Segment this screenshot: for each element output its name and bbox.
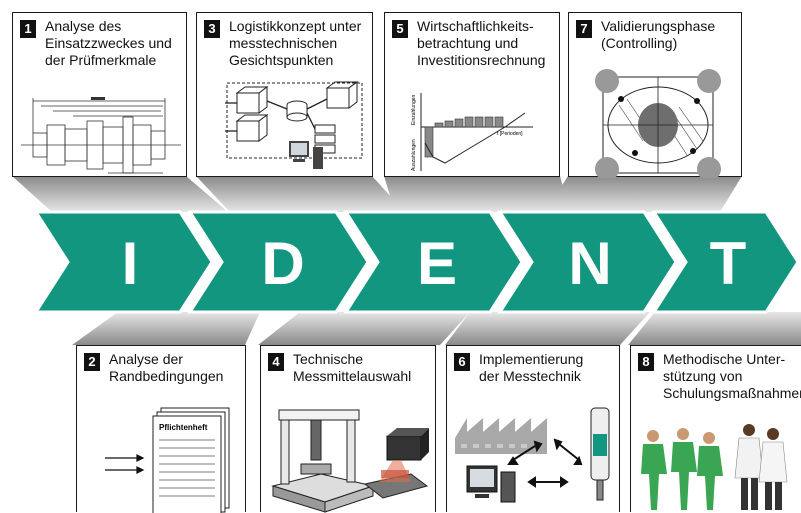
chevron-t <box>651 210 800 314</box>
chart-ylabel-top: Einzahlungen <box>411 94 417 125</box>
chart-xlabel: t [Perioden] <box>497 131 523 137</box>
step-number: 4 <box>268 353 284 371</box>
specification-document-illustration: Pflichtenheft <box>105 407 230 513</box>
step-card-4: 4 Technische Messmittelauswahl <box>260 345 436 513</box>
step-title: Logistikkonzept unter messtechnischen Ge… <box>229 18 362 68</box>
step-title: Validierungsphase (Controlling) <box>601 18 716 51</box>
step-title: Implementierung der Messtechnik <box>479 351 584 384</box>
step-title: Analyse des Einsatzzweckes und der Prüfm… <box>45 18 172 68</box>
step-number: 2 <box>84 353 100 371</box>
step-card-8: 8 Methodische Unter- stützung von Schulu… <box>630 345 801 512</box>
validation-diagram-illustration <box>595 69 721 178</box>
step-number: 8 <box>638 353 654 371</box>
letter-e: E <box>417 230 457 297</box>
shaft-drawing-illustration <box>21 97 181 174</box>
step-title: Methodische Unter- stützung von Schulung… <box>663 351 801 401</box>
step-number: 6 <box>454 353 470 371</box>
measuring-machine-illustration <box>271 409 429 513</box>
letter-n: N <box>568 230 611 297</box>
letter-i: I <box>122 230 139 297</box>
step-card-7: 7 Validierungsphase (Controlling) <box>568 12 742 178</box>
factory-implementation-illustration <box>455 407 610 503</box>
step-number: 3 <box>204 20 220 38</box>
step-card-1: 1 Analyse des Einsatzzweckes und der Prü… <box>12 12 187 177</box>
chevron-e <box>343 210 524 314</box>
chart-ylabel-bottom: Auszahlungen <box>411 139 417 171</box>
training-people-illustration <box>641 424 788 510</box>
step-title: Technische Messmittelauswahl <box>293 351 412 384</box>
step-number: 1 <box>20 20 36 38</box>
step-number: 7 <box>576 20 592 38</box>
chevron-n <box>497 210 678 314</box>
letter-d: D <box>261 230 304 297</box>
step-card-2: 2 Analyse der Randbedingungen Pflichtenh… <box>76 345 246 513</box>
document-title: Pflichtenheft <box>159 423 208 432</box>
investment-chart-illustration: Einzahlungen Auszahlungen t [Perioden] <box>411 93 533 171</box>
chevron-d <box>187 210 370 314</box>
logistics-concept-illustration <box>225 81 363 169</box>
chevron-i <box>33 210 214 314</box>
step-number: 5 <box>392 20 408 38</box>
step-card-3: 3 Logistikkonzept unter messtechnischen … <box>196 12 373 177</box>
step-card-6: 6 Implementierung der Messtechnik <box>446 345 620 512</box>
letter-t: T <box>710 230 747 297</box>
step-title: Analyse der Randbedingungen <box>109 351 224 384</box>
step-card-5: 5 Wirtschaftlichkeits- betrachtung und I… <box>384 12 560 177</box>
step-title: Wirtschaftlichkeits- betrachtung und Inv… <box>417 18 546 68</box>
